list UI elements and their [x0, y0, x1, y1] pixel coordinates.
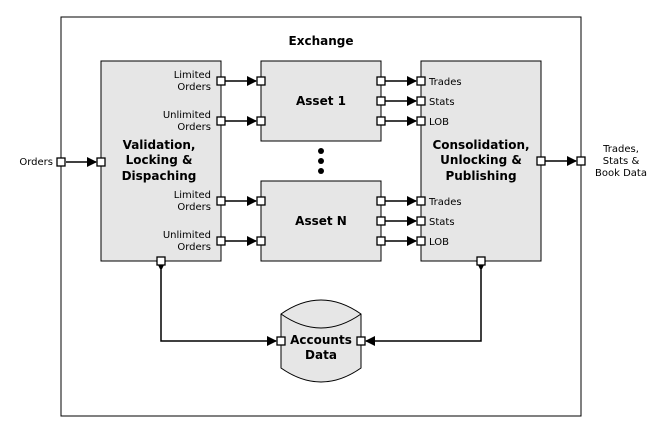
- asset-1-out-port-1: [376, 76, 386, 86]
- output-label-lob-n: LOB: [429, 237, 449, 248]
- port-label-limited-na: Limited: [174, 190, 211, 201]
- asset-n-out-port-1: [376, 196, 386, 206]
- port-label-unlimited-1a: Unlimited: [163, 110, 211, 121]
- validation-out-port-1: [216, 76, 226, 86]
- port-label-limited-1b: Orders: [177, 82, 211, 93]
- output-label-line-1: Trades,: [602, 144, 639, 155]
- validation-box-line-2: Locking &: [126, 153, 193, 167]
- consolidation-in-port-4: [416, 196, 426, 206]
- asset-1-box: [260, 60, 382, 142]
- asset-n-out-port-3: [376, 236, 386, 246]
- consolidation-in-port-5: [416, 216, 426, 226]
- asset-n-out-port-2: [376, 216, 386, 226]
- output-label-line-2: Stats &: [603, 156, 640, 167]
- output-label-lob-1: LOB: [429, 117, 449, 128]
- output-label-trades-1: Trades: [428, 77, 462, 88]
- consolidation-in-port-1: [416, 76, 426, 86]
- orders-source-port: [56, 157, 66, 167]
- validation-accounts-connector: [156, 261, 277, 346]
- ellipsis-dot: [318, 148, 324, 154]
- validation-box: [100, 60, 222, 262]
- ellipsis-dot: [318, 168, 324, 174]
- consolidation-box-line-1: Consolidation,: [432, 138, 529, 152]
- accounts-data-store-rim: [280, 313, 362, 329]
- asset-1-in-port-2: [256, 116, 266, 126]
- validation-input-port: [96, 157, 106, 167]
- validation-out-port-3: [216, 196, 226, 206]
- asset-n-in-port-2: [256, 236, 266, 246]
- asset-1-label: Asset 1: [296, 94, 346, 108]
- consolidation-box: [420, 60, 542, 262]
- output-label-stats-1: Stats: [429, 97, 455, 108]
- consolidation-bottom-port: [476, 256, 486, 266]
- output-sink-port: [576, 156, 586, 166]
- validation-bottom-port: [156, 256, 166, 266]
- consolidation-box-line-3: Publishing: [445, 169, 516, 183]
- asset-n-label: Asset N: [295, 214, 347, 228]
- accounts-label-line-2: Data: [305, 348, 337, 362]
- asset-1-out-port-2: [376, 96, 386, 106]
- port-label-unlimited-nb: Orders: [177, 242, 211, 253]
- output-label-stats-n: Stats: [429, 217, 455, 228]
- port-label-unlimited-1b: Orders: [177, 122, 211, 133]
- port-label-unlimited-na: Unlimited: [163, 230, 211, 241]
- consolidation-out-port: [536, 156, 546, 166]
- accounts-right-port: [356, 336, 366, 346]
- validation-box-line-3: Dispaching: [122, 169, 197, 183]
- output-label-line-3: Book Data: [595, 168, 647, 179]
- asset-1-in-port-1: [256, 76, 266, 86]
- ellipsis-dot: [318, 158, 324, 164]
- validation-out-port-2: [216, 116, 226, 126]
- consolidation-in-port-6: [416, 236, 426, 246]
- asset-n-in-port-1: [256, 196, 266, 206]
- port-label-limited-1a: Limited: [174, 70, 211, 81]
- consolidation-accounts-connector: [365, 261, 486, 346]
- accounts-label-line-1: Accounts: [290, 333, 352, 347]
- port-label-limited-nb: Orders: [177, 202, 211, 213]
- validation-box-line-1: Validation,: [123, 138, 196, 152]
- consolidation-box-line-2: Unlocking &: [440, 153, 522, 167]
- output-label-trades-n: Trades: [428, 197, 462, 208]
- asset-1-out-port-3: [376, 116, 386, 126]
- accounts-left-port: [276, 336, 286, 346]
- asset-n-box: [260, 180, 382, 262]
- orders-input-label: Orders: [19, 157, 53, 168]
- consolidation-in-port-3: [416, 116, 426, 126]
- validation-out-port-4: [216, 236, 226, 246]
- exchange-title: Exchange: [289, 34, 354, 48]
- consolidation-in-port-2: [416, 96, 426, 106]
- accounts-data-store: [280, 299, 362, 383]
